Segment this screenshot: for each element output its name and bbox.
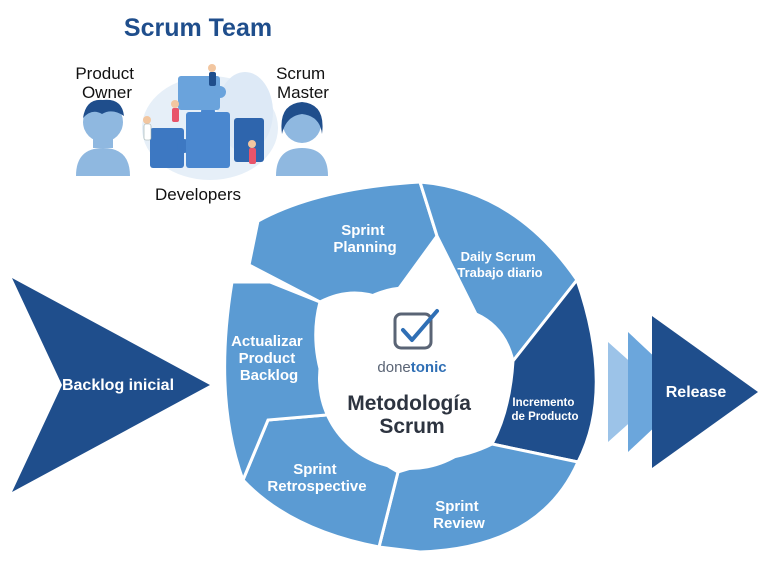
daily-scrum-line-1: Daily Scrum xyxy=(461,249,536,264)
backlog-arrow-shape xyxy=(12,278,210,492)
brand-name: donetonic xyxy=(377,359,446,376)
release-arrow-shape xyxy=(652,316,758,468)
incremento-label: Incremento de Producto xyxy=(511,397,578,423)
scrum-master-label: Scrum Master xyxy=(276,64,330,102)
actualizar-label: Actualizar Product Backlog xyxy=(231,333,307,384)
sprint-retrospective-label: Sprint Retrospective xyxy=(267,461,366,495)
developer-figures xyxy=(143,64,256,164)
backlog-label: Backlog inicial xyxy=(62,377,174,394)
backlog-arrow: Backlog inicial xyxy=(12,278,210,492)
sprint-review-line-2: Review xyxy=(433,515,485,532)
actualizar-line-1: Actualizar xyxy=(231,333,303,350)
scrum-master-avatar xyxy=(276,102,328,176)
sprint-planning-label: Sprint Planning xyxy=(333,222,396,256)
product-owner-avatar xyxy=(76,99,130,176)
scrum-cycle: donetonic Metodología Scrum Sprint Plann… xyxy=(223,180,598,554)
product-owner-line-2: Owner xyxy=(82,83,132,102)
daily-scrum-line-2: Trabajo diario xyxy=(457,265,542,280)
sprint-review-line-1: Sprint xyxy=(435,498,478,515)
actualizar-line-2: Product xyxy=(239,350,296,367)
check-square-icon xyxy=(393,309,439,350)
daily-scrum-label: Daily Scrum Trabajo diario xyxy=(457,249,542,280)
product-owner-line-1: Product xyxy=(75,64,134,83)
developers-label: Developers xyxy=(155,185,241,204)
incremento-line-1: Incremento xyxy=(512,397,574,409)
actualizar-line-3: Backlog xyxy=(240,367,298,384)
incremento-line-2: de Producto xyxy=(511,411,578,423)
center-title-line-1: Metodología xyxy=(347,392,471,415)
team-title: Scrum Team xyxy=(124,14,272,42)
sprint-planning-line-2: Planning xyxy=(333,239,396,256)
center-title: Metodología Scrum xyxy=(347,392,477,438)
brand-prefix: done xyxy=(377,359,410,376)
release-arrow: Release xyxy=(608,316,758,468)
center-title-line-2: Scrum xyxy=(379,415,444,438)
sprint-retrospective-line-2: Retrospective xyxy=(267,478,366,495)
sprint-retrospective-line-1: Sprint xyxy=(293,461,336,478)
team-illustration xyxy=(76,64,328,180)
brand-suffix: tonic xyxy=(411,359,447,376)
puzzle-icon xyxy=(150,76,264,168)
product-owner-label: Product Owner xyxy=(75,64,138,102)
segment-sprint-planning xyxy=(247,180,439,304)
sprint-planning-line-1: Sprint xyxy=(341,222,384,239)
scrum-master-line-1: Scrum xyxy=(276,64,325,83)
segment-sprint-review xyxy=(377,442,581,554)
scrum-master-line-2: Master xyxy=(277,83,329,102)
center-circle xyxy=(318,286,502,470)
release-label: Release xyxy=(666,384,727,401)
segment-daily-scrum xyxy=(417,180,579,365)
sprint-review-label: Sprint Review xyxy=(433,498,485,532)
